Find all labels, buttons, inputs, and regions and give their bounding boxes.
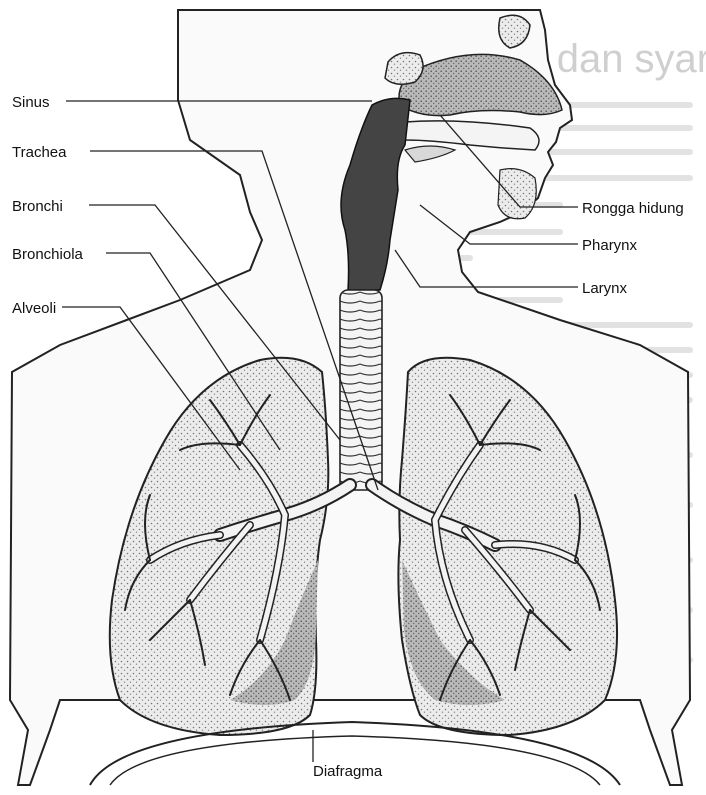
trachea-tube [340, 290, 382, 490]
jaw-stipple [498, 169, 536, 219]
label-larynx: Larynx [582, 280, 628, 297]
label-pharynx: Pharynx [582, 237, 638, 254]
label-sinus: Sinus [12, 94, 50, 111]
label-alveoli: Alveoli [12, 300, 56, 317]
label-rongga-hidung: Rongga hidung [582, 200, 684, 217]
label-diafragma: Diafragma [313, 763, 383, 780]
label-bronchiola: Bronchiola [12, 246, 84, 263]
label-trachea: Trachea [12, 144, 67, 161]
label-bronchi: Bronchi [12, 198, 63, 215]
